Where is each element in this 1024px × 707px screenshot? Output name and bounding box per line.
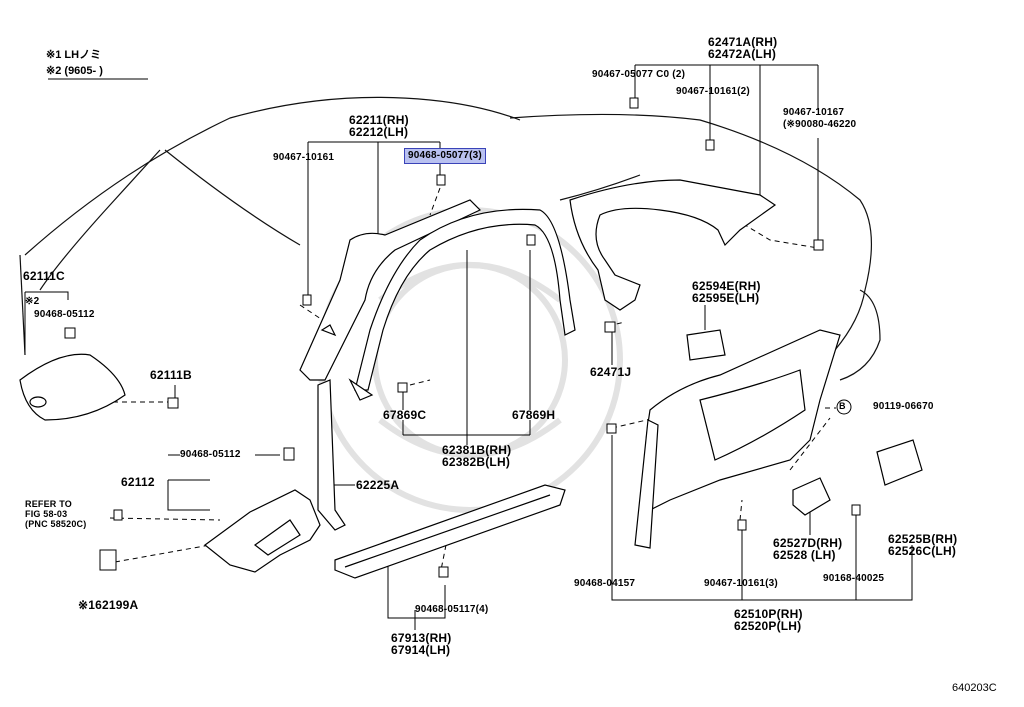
label-62471j[interactable]: 62471J — [590, 365, 632, 379]
label-62112[interactable]: 62112 — [121, 475, 155, 489]
label-62527d[interactable]: 62527D(RH)62528 (LH) — [773, 536, 843, 562]
label-62199a[interactable]: ※162199A — [78, 598, 139, 612]
label-90468-04157[interactable]: 90468-04157 — [574, 578, 636, 589]
door-opening-trim — [348, 208, 576, 401]
label-90467-10161-a[interactable]: 90467-10161 — [273, 152, 335, 163]
cowl-side-trim — [19, 353, 126, 421]
label-62111c[interactable]: 62111C — [23, 269, 65, 283]
fasteners — [64, 97, 861, 578]
label-90467-10161-c[interactable]: 90467-10161(3) — [704, 578, 778, 589]
rear-trim-block-a — [792, 477, 831, 516]
label-90468-05112-a[interactable]: 90468-05112 — [34, 309, 95, 320]
rear-trim-block-b — [876, 439, 923, 486]
label-90468-05117[interactable]: 90468-05117(4) — [415, 604, 489, 615]
label-67913[interactable]: 67913(RH)67914(LH) — [391, 631, 452, 657]
leader-lines — [24, 64, 913, 630]
label-90468-05077-highlighted[interactable]: 90468-05077(3) — [404, 148, 486, 164]
label-67869h[interactable]: 67869H — [512, 408, 556, 422]
center-pillar-garnish — [317, 379, 346, 531]
kick-panel — [204, 489, 321, 573]
front-pillar-garnish — [299, 199, 482, 381]
label-62381b[interactable]: 62381B(RH)62382B(LH) — [442, 443, 512, 469]
label-90467-05077[interactable]: 90467-05077 C0 (2) — [592, 69, 686, 80]
note-date-range: ※2 (9605- ) — [46, 65, 103, 77]
bolt-marker-circle — [836, 399, 852, 415]
label-62525b[interactable]: 62525B(RH)62526C(LH) — [888, 532, 958, 558]
quarter-trim-panel — [634, 329, 841, 549]
figure-code: 640203C — [952, 682, 997, 694]
label-62471a[interactable]: 62471A(RH)62472A(LH) — [708, 35, 778, 61]
note-lh-only: ※1 LHノミ — [46, 49, 102, 61]
quarter-upper-trim — [569, 179, 777, 311]
label-90119-06670[interactable]: 90119-06670 — [873, 401, 934, 412]
label-62211[interactable]: 62211(RH)62212(LH) — [349, 113, 409, 139]
label-62510p[interactable]: 62510P(RH)62520P(LH) — [734, 607, 803, 633]
label-90467-10161-b[interactable]: 90467-10161(2) — [676, 86, 750, 97]
label-90168-40025[interactable]: 90168-40025 — [823, 573, 885, 584]
label-62111b[interactable]: 62111B — [150, 368, 192, 382]
label-90467-10167[interactable]: 90467-10167(※90080-46220 — [783, 107, 857, 130]
label-90468-05112-b[interactable]: 90468-05112 — [180, 449, 241, 460]
rocker-scuff-plate — [334, 484, 566, 579]
label-90119-mark: B — [839, 401, 846, 411]
label-62594e[interactable]: 62594E(RH)62595E(LH) — [692, 279, 761, 305]
car-body-outline — [19, 96, 881, 381]
label-62225a[interactable]: 62225A — [356, 478, 400, 492]
assist-grip-cover — [686, 329, 726, 361]
label-67869c[interactable]: 67869C — [383, 408, 427, 422]
label-62111c-note: ※2 — [25, 296, 40, 307]
